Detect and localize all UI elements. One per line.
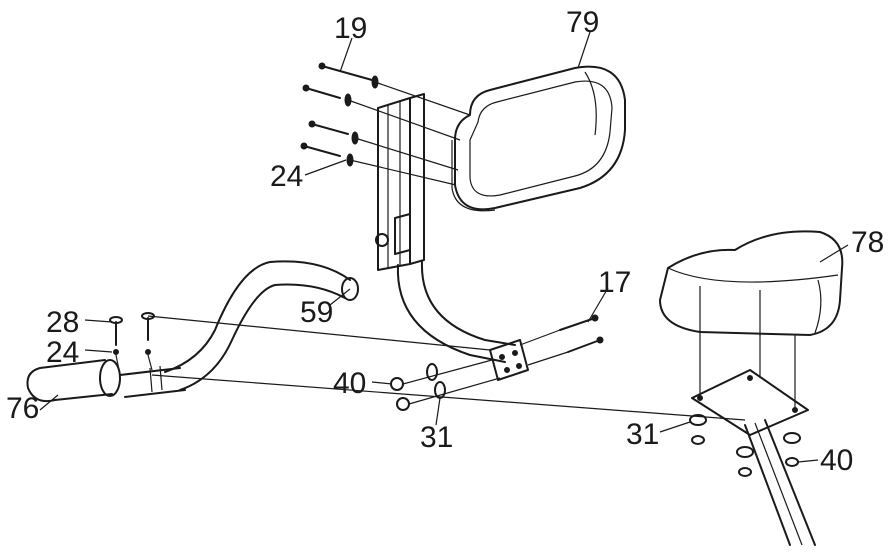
callout-24-handlebar: 24 — [46, 336, 79, 369]
post-bracket — [489, 339, 529, 381]
callout-19: 19 — [334, 12, 367, 45]
callout-leaders — [39, 31, 849, 463]
callout-78: 78 — [851, 226, 884, 259]
callout-31-left: 31 — [420, 421, 453, 454]
left-fasteners — [390, 359, 501, 411]
backrest-post — [375, 93, 516, 363]
callout-79: 79 — [566, 6, 599, 39]
callout-24-backrest: 24 — [270, 160, 303, 193]
handlebar-hardware — [109, 312, 746, 421]
seat-bracket — [691, 330, 816, 546]
callout-40-left: 40 — [333, 367, 366, 400]
callout-17: 17 — [598, 266, 631, 299]
backrest-bolts — [300, 62, 471, 186]
callout-76: 76 — [6, 392, 39, 425]
callout-31-right: 31 — [626, 418, 659, 451]
seat-cushion — [659, 230, 844, 336]
backrest-pad — [451, 65, 626, 212]
callout-28: 28 — [46, 306, 79, 339]
callout-40-right: 40 — [820, 444, 853, 477]
bracket-bolts — [519, 314, 604, 366]
callout-59: 59 — [300, 296, 333, 329]
handlebar — [26, 260, 359, 403]
callout-labels: 19 79 24 78 17 59 28 24 76 40 31 31 40 — [6, 6, 884, 477]
